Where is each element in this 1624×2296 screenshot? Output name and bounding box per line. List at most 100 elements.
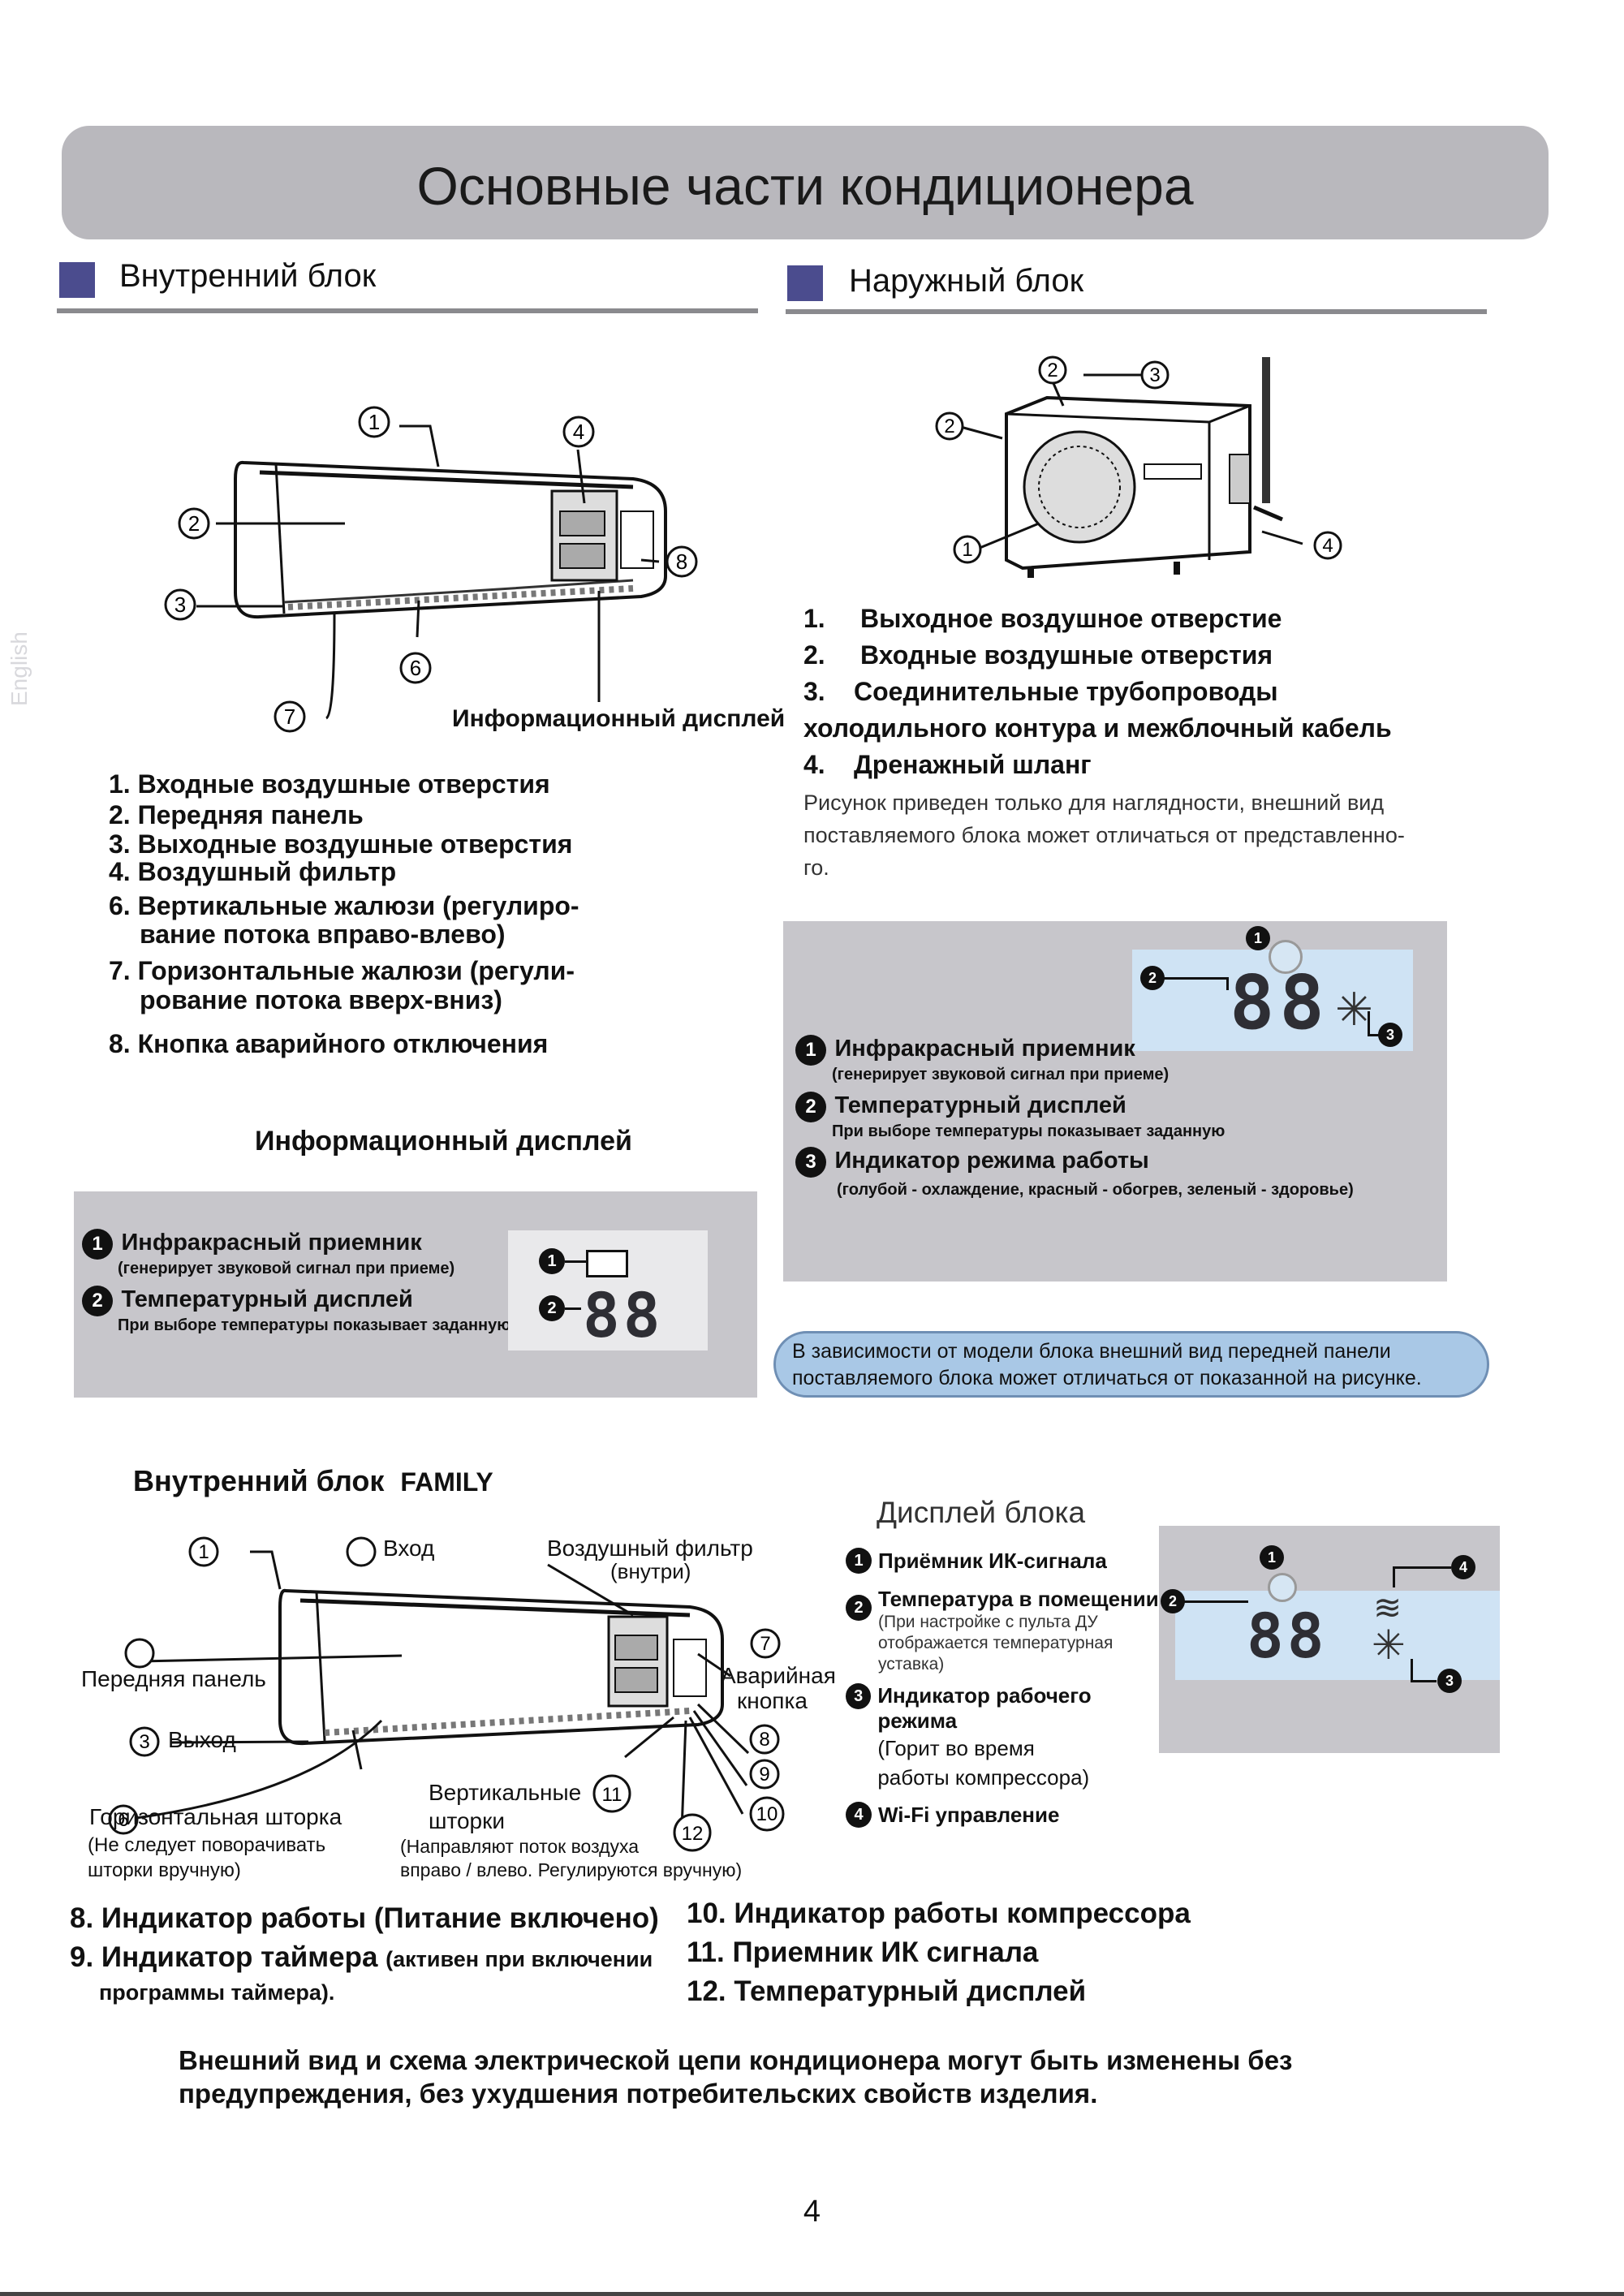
- list-item: 4.Дренажный шланг: [803, 750, 1092, 779]
- bullet-3: 3: [795, 1147, 826, 1178]
- list-item: 12. Температурный дисплей: [687, 1975, 1087, 2007]
- family-display-panel: 88 ≋ ✳ 1 2 3 4: [1159, 1526, 1500, 1753]
- family-indoor-illustration: 3 7 8 9 10 11 12 1 6: [108, 1536, 785, 1852]
- callout-1: 1: [962, 539, 972, 561]
- bullet-1: 1: [82, 1229, 113, 1260]
- family-callout-9: 9: [759, 1764, 769, 1786]
- list-item: 7. Горизонтальные жалюзи (регули-: [109, 956, 575, 985]
- lcd-bullet-3: 3: [1378, 1023, 1402, 1047]
- family-lcd: [1175, 1591, 1500, 1680]
- panel-item-sub: (генерирует звуковой сигнал при приеме): [832, 1066, 1170, 1083]
- panel-item-title: Температурный дисплей: [121, 1286, 413, 1312]
- ir-receiver-window: [1269, 940, 1303, 974]
- list-item: 1.Выходное воздушное отверстие: [803, 604, 1282, 633]
- label-front-panel: Передняя панель: [81, 1666, 266, 1691]
- label-outlet: Выход: [168, 1727, 236, 1752]
- panel-item-sub: При выборе температуры показывает заданн…: [832, 1122, 1226, 1140]
- label-vertical-note-2: вправо / влево. Регулируются вручную): [400, 1859, 743, 1880]
- callout-4: 4: [1322, 535, 1333, 557]
- bullet-2: 2: [82, 1286, 113, 1316]
- wifi-icon: ≋: [1373, 1588, 1402, 1626]
- label-vertical-louvers-2: шторки: [429, 1808, 506, 1833]
- model-note: В зависимости от модели блока внешний ви…: [773, 1331, 1489, 1398]
- page-bottom-edge: [0, 2292, 1624, 2296]
- label-horizontal-flap: Горизонтальная шторка: [89, 1804, 342, 1829]
- lcd-bullet-1: 1: [1246, 926, 1270, 950]
- callout-6: 6: [410, 656, 421, 680]
- family-callout-8: 8: [759, 1729, 769, 1751]
- list-item: 9. Индикатор таймера (активен при включе…: [70, 1941, 653, 1973]
- callout-2-top: 2: [1047, 360, 1058, 381]
- temperature-digits: 88: [1230, 959, 1329, 1046]
- family-list-right: 10. Индикатор работы компрессора 11. При…: [687, 1894, 1255, 2011]
- legend-item: 3 Индикатор рабочего режима (Горит во вр…: [846, 1683, 1170, 1792]
- label-filter-inside: (внутри): [610, 1559, 691, 1583]
- list-item-cont: программы таймера).: [99, 1980, 335, 2005]
- footer-note: Внешний вид и схема электрической цепи к…: [179, 2045, 1293, 2109]
- indoor-display-panel: 1 Инфракрасный приемник (генерирует звук…: [74, 1191, 757, 1398]
- panel-item-sub: (генерирует звуковой сигнал при приеме): [118, 1260, 455, 1277]
- panel-item-sub: (голубой - охлаждение, красный - обогрев…: [837, 1181, 1354, 1199]
- panel-item-title: Инфракрасный приемник: [121, 1230, 422, 1256]
- side-language-label: English: [6, 631, 32, 706]
- outdoor-parts-list: 1.Выходное воздушное отверстие 2.Входные…: [803, 601, 1501, 884]
- title-banner: Основные части кондиционера: [62, 126, 1549, 239]
- family-callout-6: 6: [118, 1809, 128, 1831]
- callout-2-left: 2: [944, 416, 954, 437]
- list-item-cont: холодильного контура и межблочный кабель: [803, 713, 1392, 743]
- callout-4: 4: [573, 420, 584, 444]
- list-item-cont: вание потока вправо-влево): [140, 920, 506, 949]
- lcd-bullet-4: 4: [1451, 1555, 1475, 1579]
- section-marker-outdoor: [787, 265, 823, 301]
- indoor-lcd-box: 1 2 88: [508, 1230, 708, 1351]
- family-callout-1: 1: [198, 1541, 209, 1563]
- outdoor-display-panel: 88 ✳ 1 2 3 1 Инфракрасный приемник (гене…: [783, 921, 1447, 1282]
- info-display-heading: Информационный дисплей: [255, 1126, 632, 1157]
- legend-item: 1 Приёмник ИК-сигнала: [846, 1548, 1170, 1574]
- lcd-bullet-2: 2: [1161, 1589, 1185, 1613]
- indoor-heading-rule: [57, 308, 758, 313]
- bullet-1: 1: [795, 1035, 826, 1066]
- label-vertical-note: (Направляют поток воздуха: [400, 1836, 640, 1857]
- family-callout-10: 10: [756, 1803, 778, 1825]
- panel-item-sub: При выборе температуры показывает заданн…: [118, 1316, 511, 1334]
- mode-indicator-icon: ✳: [1372, 1622, 1406, 1668]
- list-item: 8. Индикатор работы (Питание включено): [70, 1902, 659, 1934]
- temperature-digits: 88: [583, 1279, 664, 1351]
- lcd-bullet-3: 3: [1437, 1669, 1462, 1693]
- lcd-bullet-2: 2: [539, 1295, 565, 1321]
- outdoor-heading-rule: [786, 309, 1487, 314]
- label-vertical-louvers: Вертикальные: [429, 1780, 582, 1805]
- list-item: 2. Передняя панель: [109, 800, 364, 829]
- list-item: 11. Приемник ИК сигнала: [687, 1936, 1039, 1968]
- callout-3: 3: [174, 592, 186, 617]
- panel-item-title: Индикатор режима работы: [834, 1148, 1149, 1174]
- list-item: 4. Воздушный фильтр: [109, 857, 397, 886]
- callout-7: 7: [284, 704, 295, 729]
- family-list-left: 8. Индикатор работы (Питание включено) 9…: [70, 1899, 687, 2006]
- family-callout-12: 12: [682, 1823, 704, 1845]
- family-callout-11: 11: [602, 1784, 622, 1806]
- list-item: 10. Индикатор работы компрессора: [687, 1898, 1191, 1929]
- label-horizontal-note: (Не следует поворачивать: [88, 1834, 326, 1856]
- label-filter: Воздушный фильтр: [547, 1536, 753, 1561]
- list-item: 2.Входные воздушные отверстия: [803, 640, 1273, 670]
- temperature-digits: 88: [1247, 1600, 1328, 1672]
- family-heading: Внутренний блок FAMILY: [133, 1464, 493, 1497]
- panel-item-title: Инфракрасный приемник: [834, 1036, 1135, 1062]
- section-marker-indoor: [59, 262, 95, 298]
- outdoor-unit-illustration: 2 3 2 1 4: [935, 355, 1342, 578]
- page-number: 4: [803, 2195, 821, 2229]
- bullet-2: 2: [795, 1092, 826, 1122]
- list-item: 3.Соединительные трубопроводы: [803, 677, 1278, 706]
- lcd-bullet-1: 1: [1260, 1545, 1284, 1570]
- family-callout-3: 3: [139, 1731, 149, 1753]
- outdoor-heading: Наружный блок: [849, 263, 1084, 299]
- outdoor-lcd: 88 ✳: [1132, 940, 1413, 1051]
- indoor-heading: Внутренний блок: [119, 258, 377, 294]
- mode-indicator-icon: ✳: [1335, 984, 1373, 1035]
- label-emergency-2: кнопка: [737, 1688, 808, 1713]
- list-item: 6. Вертикальные жалюзи (регулиро-: [109, 891, 579, 920]
- display-legend: 1 Приёмник ИК-сигнала 2 Температура в по…: [846, 1548, 1170, 1828]
- label-inlet: Вход: [383, 1536, 435, 1561]
